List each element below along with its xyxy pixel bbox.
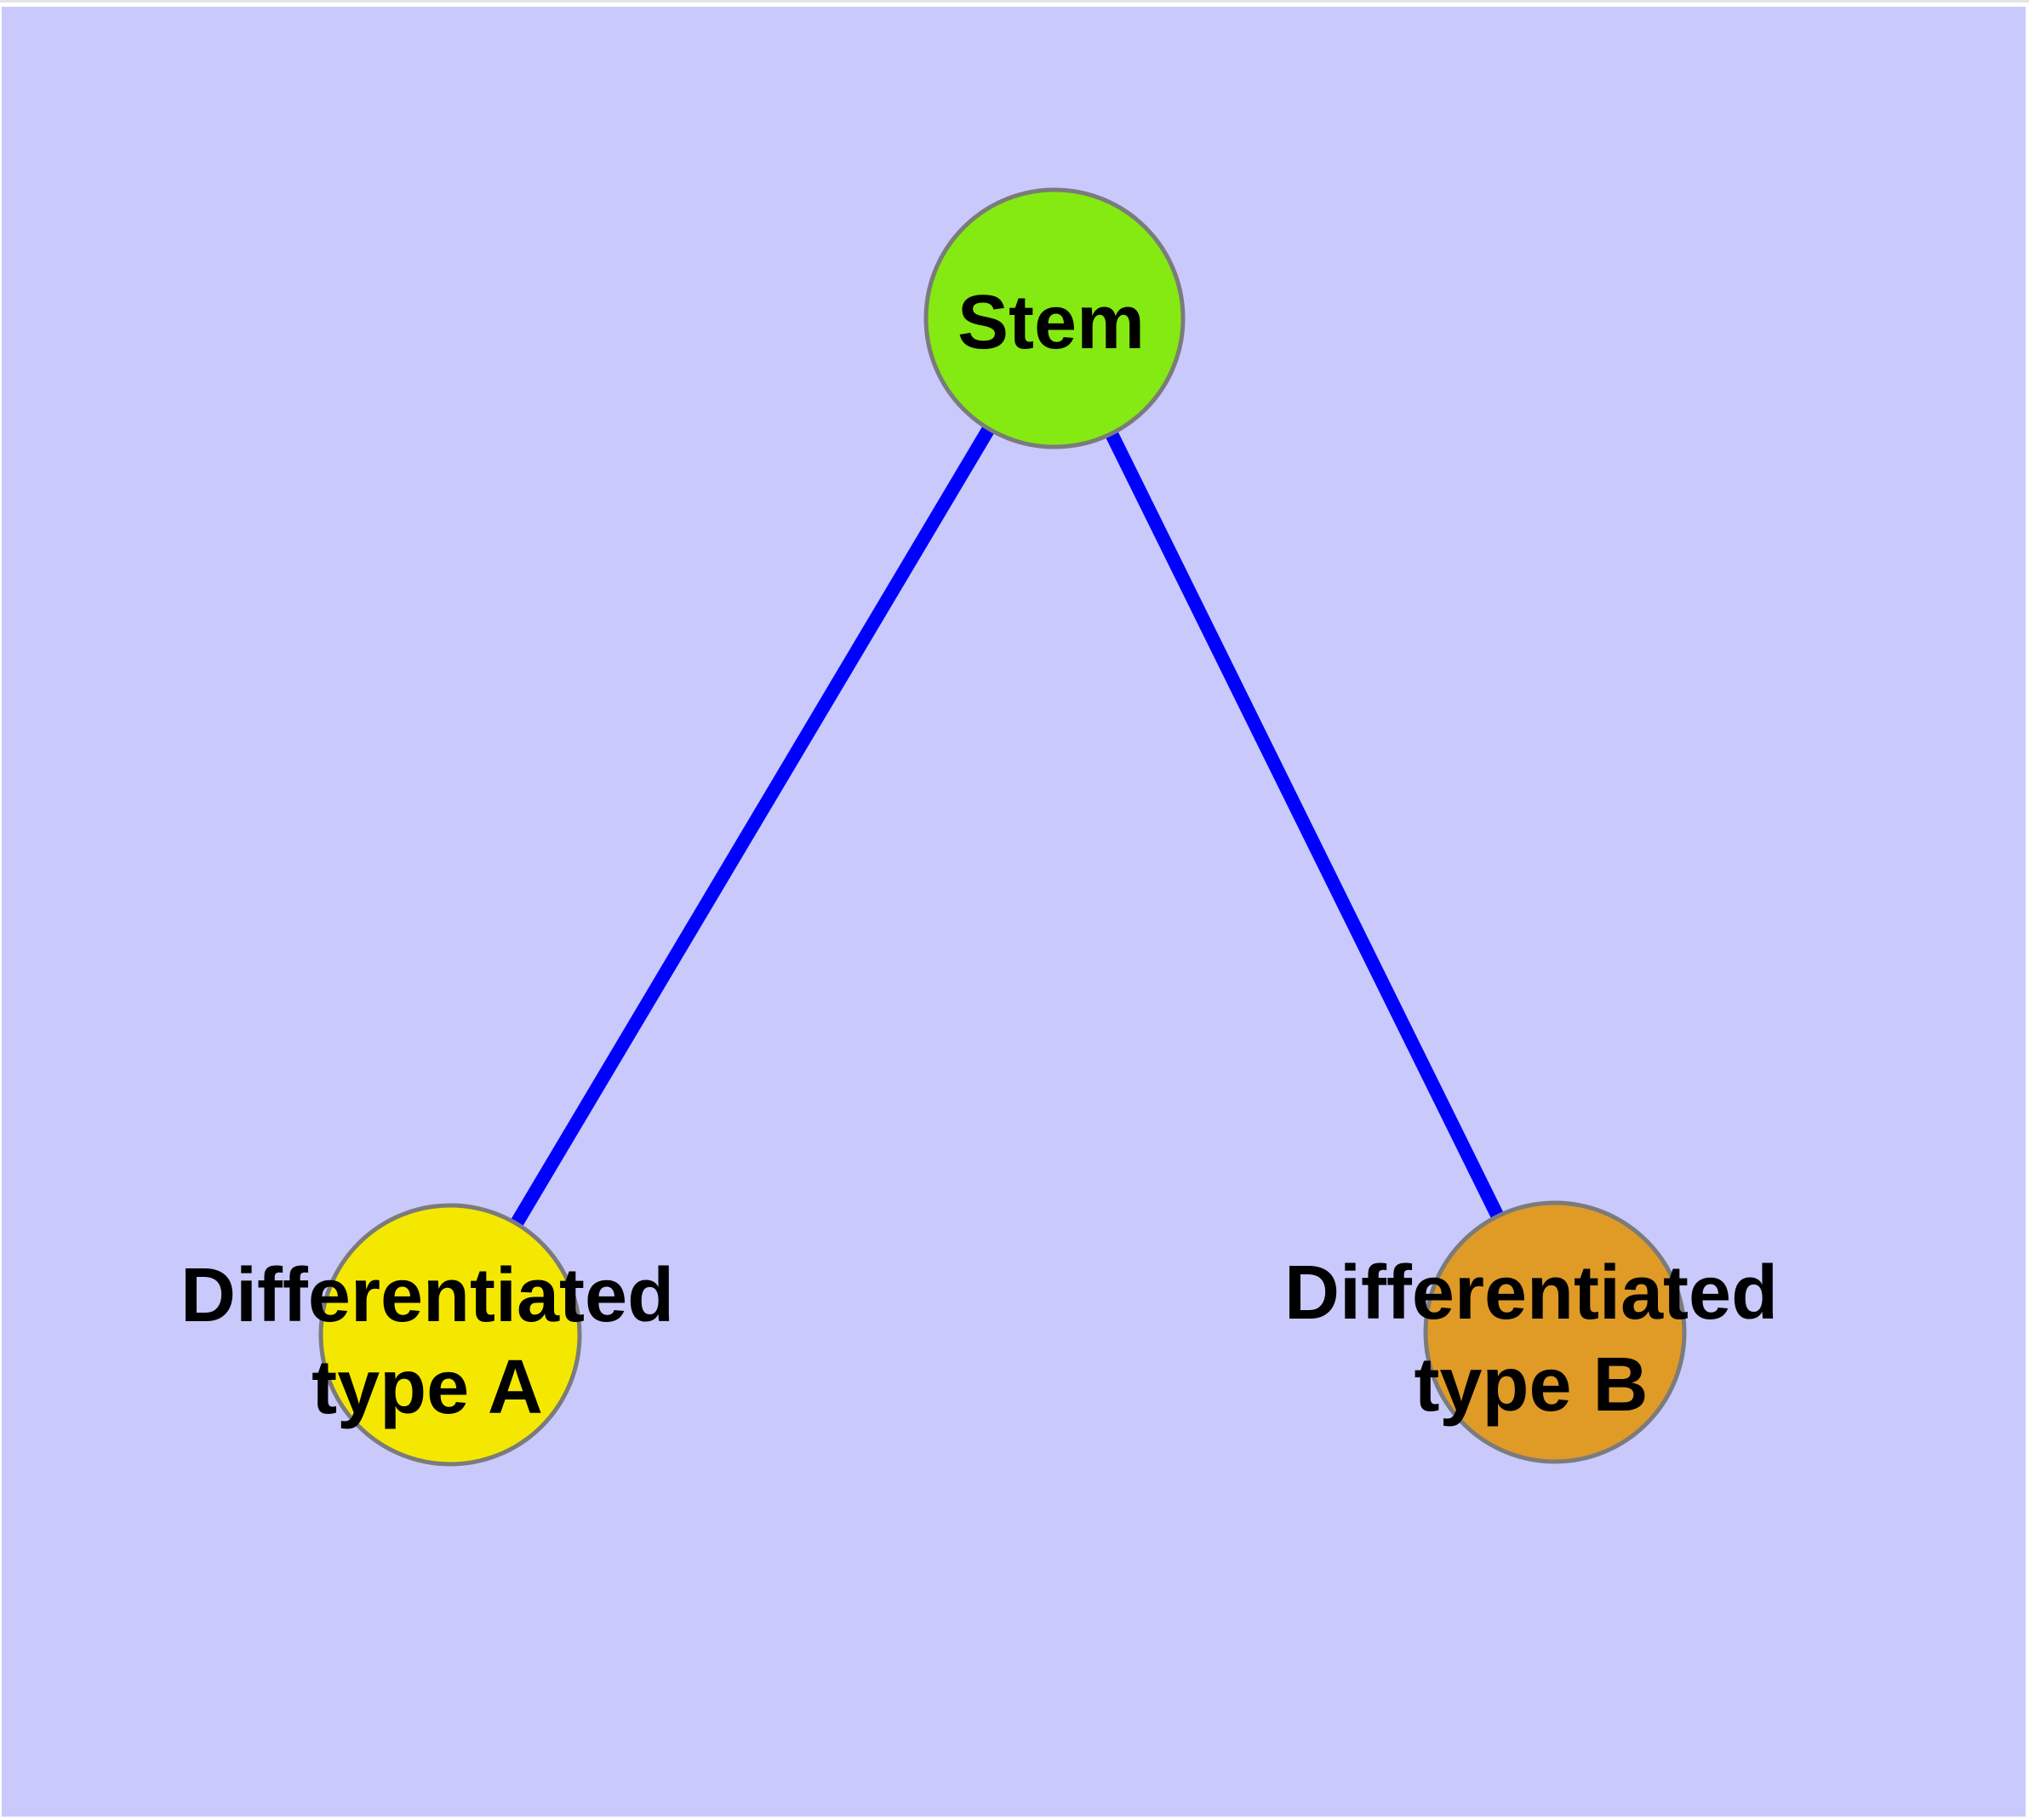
node-type-b-label-line2: type B <box>1414 1342 1649 1428</box>
node-type-a-label-line1: Differentiated <box>180 1253 675 1338</box>
node-stem-label: Stem <box>957 277 1145 369</box>
node-stem-label-line1: Stem <box>957 280 1146 365</box>
node-type-b-label-line1: Differentiated <box>1283 1251 1779 1336</box>
top-hairline <box>0 0 2029 3</box>
node-differentiated-type-a <box>318 1203 582 1467</box>
node-type-a-label-line2: type A <box>311 1345 543 1430</box>
node-stem <box>923 187 1186 449</box>
edge-stem-to-type-a <box>444 314 1060 1339</box>
node-differentiated-type-b <box>1423 1200 1687 1464</box>
edge-stem-to-type-b <box>1048 315 1562 1336</box>
node-type-a-label: Differentiated type A <box>180 1250 674 1434</box>
node-type-b-label: Differentiated type B <box>1284 1247 1778 1431</box>
diagram-canvas: Stem Differentiated type A Differentiate… <box>2 7 2026 1817</box>
graph-svg <box>318 187 1687 1467</box>
